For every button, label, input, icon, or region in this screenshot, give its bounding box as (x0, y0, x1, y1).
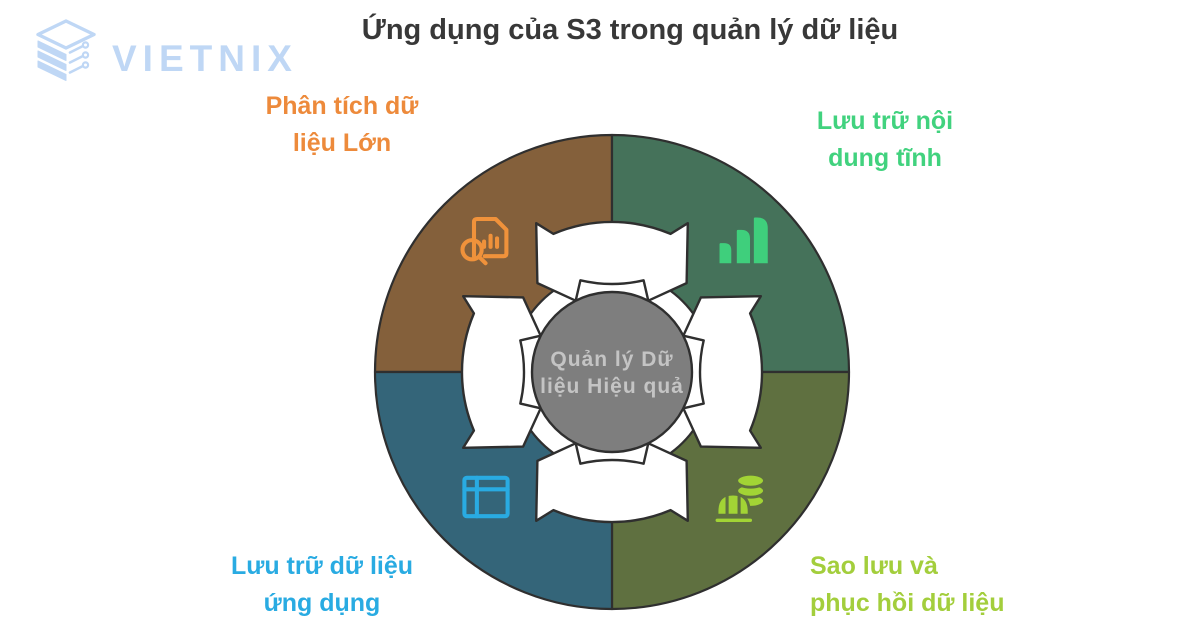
vietnix-logo-icon (36, 19, 96, 81)
label-app-data-storage: Lưu trữ dữ liệu ứng dụng (188, 548, 456, 622)
label-line: Sao lưu và (810, 552, 938, 580)
segment-backup-and-restore (610, 370, 851, 611)
label-line: Lưu trữ nội (816, 107, 954, 135)
label-line: phục hồi dữ liệu (810, 589, 1005, 617)
cycle-arrows (460, 220, 764, 524)
document-chart-magnifier-icon (460, 216, 509, 266)
cycle-arrow-bottom (535, 442, 689, 524)
center-text-line1: Quản lý Dữ (550, 348, 673, 371)
segment-big-data-analytics (373, 133, 614, 374)
center-text-line2: liệu Hiệu quả (540, 375, 684, 398)
label-backup-and-restore: Sao lưu và phục hồi dữ liệu (810, 548, 1110, 622)
label-static-content-storage: Lưu trữ nội dung tĩnh (765, 103, 1005, 177)
vietnix-logo: VIETNIX (26, 14, 298, 94)
cycle-arrow-top (535, 220, 689, 302)
page-title: Ứng dụng của S3 trong quản lý dữ liệu (361, 14, 899, 46)
vietnix-logo-text: VIETNIX (112, 38, 298, 79)
center-circle (530, 290, 694, 454)
label-line: Phân tích dữ (265, 92, 419, 120)
table-grid-icon (462, 475, 510, 519)
label-line: dung tĩnh (828, 144, 942, 172)
label-big-data-analytics: Phân tích dữ liệu Lớn (212, 88, 472, 162)
stacked-content-icon (716, 214, 771, 266)
label-line: Lưu trữ dữ liệu (230, 552, 414, 580)
label-line: ứng dụng (263, 589, 381, 617)
cycle-arrow-right (682, 295, 764, 449)
label-line: liệu Lớn (292, 129, 392, 157)
cycle-arrow-left (460, 295, 542, 449)
database-hardhat-icon (712, 472, 766, 525)
